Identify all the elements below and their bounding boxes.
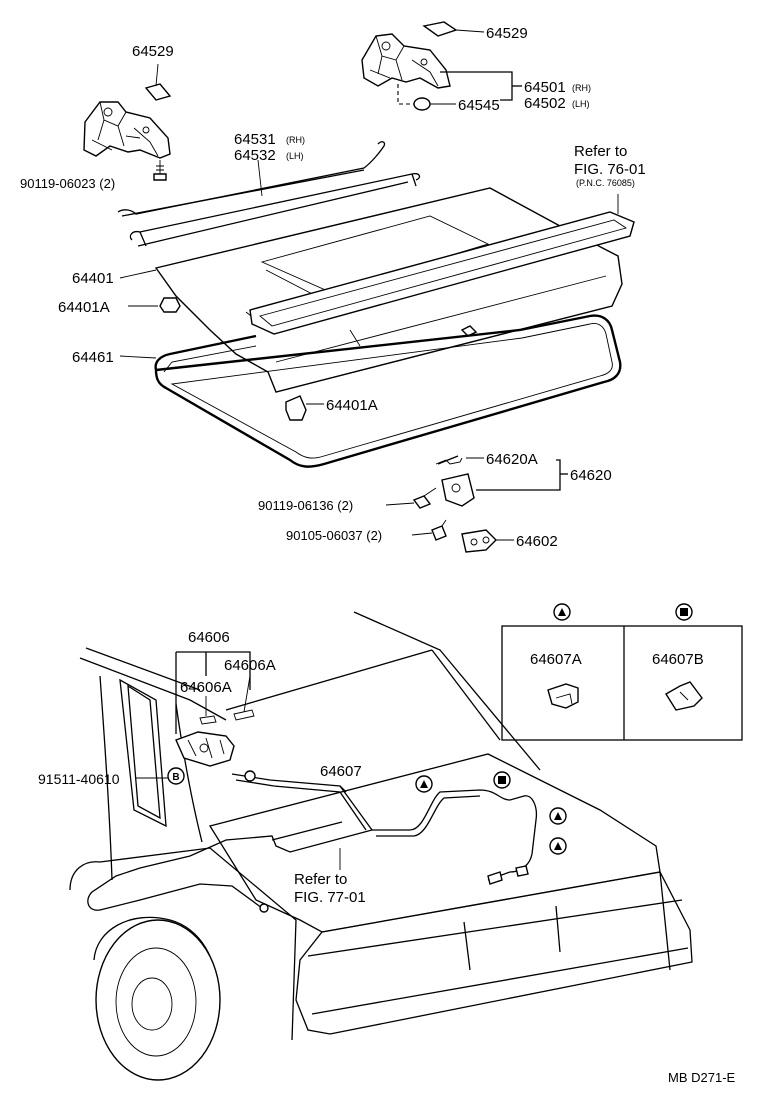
marker-b-circle: B (167, 767, 185, 785)
label-64529-left: 64529 (132, 43, 174, 60)
label-64502-side: (LH) (572, 99, 590, 109)
spoiler-garnish (249, 194, 635, 335)
leader-64501 (440, 71, 513, 101)
label-64545: 64545 (458, 97, 500, 114)
label-64620: 64620 (570, 467, 612, 484)
label-64532: 64532 (234, 147, 276, 164)
cushion-64401A-bottom (285, 395, 307, 421)
clip-64529-left (144, 63, 172, 101)
label-64607: 64607 (320, 763, 362, 780)
release-cable (87, 770, 538, 913)
label-64401A-bottom: 64401A (326, 397, 378, 414)
label-64501: 64501 (524, 79, 566, 96)
label-64531: 64531 (234, 131, 276, 148)
label-64401A-left: 64401A (58, 299, 110, 316)
refer77-line2: FIG. 77-01 (294, 889, 366, 906)
label-64502: 64502 (524, 95, 566, 112)
label-91511-40610: 91511-40610 (38, 771, 120, 787)
left-hinge (83, 101, 171, 159)
label-64606A-2: 64606A (180, 679, 232, 696)
striker-64620 (435, 455, 568, 507)
refer77-line1: Refer to (294, 871, 347, 888)
refer76-line2: FIG. 76-01 (574, 161, 646, 178)
car-body (69, 611, 693, 1081)
label-64606: 64606 (188, 629, 230, 646)
torsion-rods (117, 141, 421, 247)
lock-assembly-64606 (175, 651, 255, 767)
label-64606A-1: 64606A (224, 657, 276, 674)
bolt-90105-06037 (431, 519, 447, 541)
weatherstrip (154, 314, 622, 468)
clip-marker-triangle-2 (549, 807, 567, 825)
bolt-90119-06136 (412, 487, 437, 509)
label-90119-06136: 90119-06136 (2) (258, 498, 353, 513)
diagram-code: MB D271-E (668, 1070, 736, 1085)
label-64607B: 64607B (652, 651, 704, 668)
label-64501-side: (RH) (572, 83, 591, 93)
label-64401: 64401 (72, 270, 114, 287)
label-90119-06023: 90119-06023 (2) (20, 176, 115, 191)
bolt-90119-06023 (153, 160, 167, 181)
marker-b-label: B (172, 772, 179, 783)
lock-64602 (461, 529, 514, 553)
clip-legend-box (501, 603, 743, 741)
clip-marker-square (493, 771, 511, 789)
clip-marker-triangle-3 (549, 837, 567, 855)
label-64531-side: (RH) (286, 135, 305, 145)
cushion-64545 (397, 84, 456, 111)
clip-64529-right (422, 21, 485, 37)
right-hinge (361, 33, 451, 89)
label-90105-06037: 90105-06037 (2) (286, 528, 382, 543)
clip-marker-triangle-1 (415, 775, 433, 793)
label-64602: 64602 (516, 533, 558, 550)
label-64529-right: 64529 (486, 25, 528, 42)
label-64607A: 64607A (530, 651, 582, 668)
refer76-line3: (P.N.C. 76085) (576, 178, 635, 188)
label-64532-side: (LH) (286, 151, 304, 161)
cushion-64401A-left (159, 297, 181, 313)
label-64461: 64461 (72, 349, 114, 366)
refer76-line1: Refer to (574, 143, 627, 160)
label-64620A: 64620A (486, 451, 538, 468)
